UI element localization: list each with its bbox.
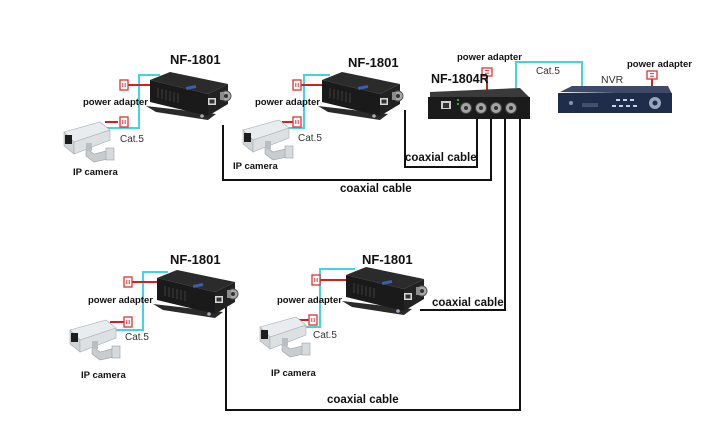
cat5-cable-nvr	[515, 61, 583, 88]
cat5-label-1: Cat.5	[120, 134, 144, 145]
cat5-cable-1	[103, 74, 160, 129]
coax-cable-ext3	[225, 114, 521, 411]
extender-device-icon	[317, 71, 404, 121]
power-plug-icon	[123, 276, 133, 288]
power-adapter-label-nvr: power adapter	[627, 59, 692, 70]
power-plug-icon	[292, 116, 302, 128]
power-plug-icon	[292, 79, 302, 91]
cat5-cable-2	[282, 74, 330, 129]
power-adapter-label-1: power adapter	[83, 97, 148, 108]
receiver-label: NF-1804R	[431, 72, 489, 86]
cat5-cable-3	[107, 271, 168, 331]
coax-cable-ext4	[420, 114, 506, 311]
nvr-device-icon	[558, 86, 672, 113]
nvr-label: NVR	[601, 74, 624, 86]
extender-3-label: NF-1801	[170, 252, 221, 267]
ip-camera-icon	[242, 119, 294, 161]
coax-cable-ext2	[404, 110, 478, 168]
power-plug-icon	[123, 316, 133, 328]
ip-camera-icon	[69, 319, 121, 361]
coax-label-ext4: coaxial cable	[432, 297, 504, 309]
extender-1-label: NF-1801	[170, 52, 221, 67]
power-adapter-label-3: power adapter	[88, 295, 153, 306]
ip-camera-icon	[259, 316, 311, 358]
coax-label-ext2: coaxial cable	[405, 152, 477, 164]
power-plug-icon	[119, 116, 129, 128]
extender-2-label: NF-1801	[348, 55, 399, 70]
power-lines	[105, 77, 653, 323]
ip-camera-label-1: IP camera	[73, 167, 118, 178]
receiver-device-icon	[428, 88, 530, 119]
coax-label-ext3: coaxial cable	[327, 394, 399, 406]
power-adapter-label-receiver: power adapter	[457, 52, 522, 63]
cat5-label-nvr: Cat.5	[536, 66, 560, 77]
power-plug-icon	[646, 70, 658, 80]
ip-camera-label-3: IP camera	[81, 370, 126, 381]
ip-camera-icon	[63, 121, 115, 163]
extender-4-label: NF-1801	[362, 252, 413, 267]
extender-device-icon	[145, 71, 232, 121]
cat5-cables	[103, 61, 583, 331]
power-adapter-label-4: power adapter	[277, 295, 342, 306]
coax-label-ext1: coaxial cable	[340, 183, 412, 195]
ip-camera-label-4: IP camera	[271, 368, 316, 379]
coax-cable-ext1	[222, 114, 492, 181]
coax-cables	[222, 110, 521, 411]
power-plug-icon	[311, 274, 321, 286]
ip-camera-label-2: IP camera	[233, 161, 278, 172]
extender-device-icon	[341, 266, 428, 316]
power-plug-icon	[119, 79, 129, 91]
power-adapter-label-2: power adapter	[255, 97, 320, 108]
cat5-label-2: Cat.5	[298, 133, 322, 144]
cat5-label-4: Cat.5	[313, 330, 337, 341]
cat5-label-3: Cat.5	[125, 332, 149, 343]
power-plug-icon	[308, 314, 318, 326]
